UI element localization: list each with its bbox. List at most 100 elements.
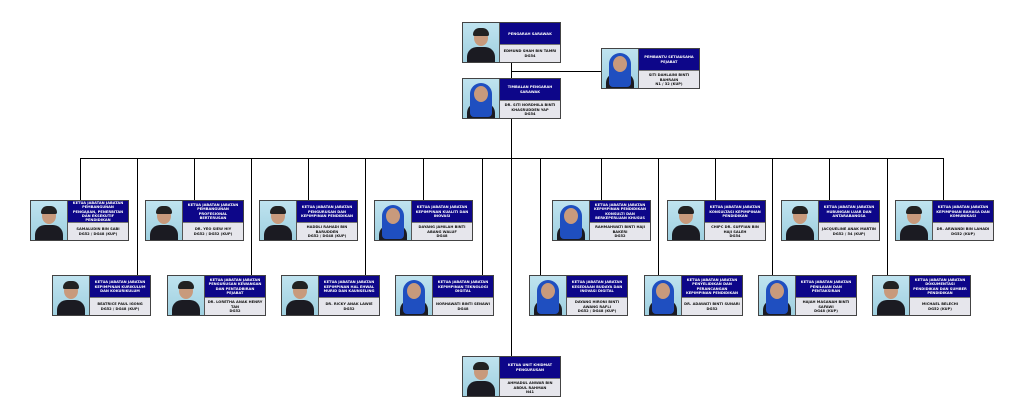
portrait-hair (473, 28, 489, 36)
card-role: Ketua Jabatan Jabatan Konsultasi Kepimpi… (705, 201, 765, 223)
card-name: Ahmadul Anwar bin Abdul Rahman (507, 381, 553, 390)
card-info: Pengarah SarawakEdmund Shah bin TamriDG5… (500, 23, 560, 62)
portrait-photo (463, 23, 500, 62)
portrait-photo (553, 201, 590, 240)
portrait-body (57, 300, 85, 315)
portrait-hair (270, 206, 286, 214)
card-person: Dr. Siti Nordhila binti Khasrudden YapDG… (500, 100, 560, 118)
portrait-photo (463, 357, 500, 396)
portrait-hair (906, 206, 922, 214)
card-grade: DG52 (343, 306, 355, 311)
card-grade: DG54 (729, 233, 741, 238)
card-info: Ketua Jabatan Jabatan Hubungan Luar dan … (819, 201, 879, 240)
card-person: Ahmadul Anwar bin Abdul RahmanN41 (500, 378, 560, 396)
portrait-hair (473, 362, 489, 370)
portrait-head (564, 208, 578, 224)
card-grade: DG52 (614, 233, 626, 238)
card-person: Haddli Rahadi bin BaruddenDG52 / DG48 (K… (297, 222, 357, 240)
portrait-head (474, 86, 488, 102)
card-info: Ketua Jabatan Jabatan Kepimpinan Bahasa … (933, 201, 993, 240)
portrait-photo (896, 201, 933, 240)
connector-line (887, 158, 888, 275)
card-grade: DG52 (KUP) (928, 306, 952, 311)
card-role: Ketua Jabatan Jabatan Kesediaan Budaya d… (567, 276, 627, 298)
card-role: Ketua Jabatan Jabatan Kepimpinan Bahasa … (933, 201, 993, 223)
card-role: Ketua Jabatan Jabatan Kepimpinan HAL Ehw… (319, 276, 379, 298)
org-card-pengarah[interactable]: Pengarah SarawakEdmund Shah bin TamriDG5… (462, 22, 561, 63)
card-grade: N1 / 32 (KUP) (655, 81, 683, 86)
org-card-r1-4[interactable]: Ketua Jabatan Jabatan Kepimpinan Kualiti… (374, 200, 473, 241)
org-card-r1-5[interactable]: Ketua Jabatan Jabatan Kepimpinan Pendidi… (552, 200, 651, 241)
portrait-photo (396, 276, 433, 315)
portrait-photo (168, 276, 205, 315)
card-info: Ketua Unit Khidmat PengurusanAhmadul Anw… (500, 357, 560, 396)
card-grade: N41 (525, 389, 534, 394)
portrait-photo (759, 276, 796, 315)
portrait-body (172, 300, 200, 315)
org-card-r2-4[interactable]: Ketua Jabatan Jabatan Kepimpinan Teknolo… (395, 275, 494, 316)
portrait-photo (375, 201, 412, 240)
card-info: Ketua Jabatan Jabatan Kepimpinan Kurikul… (90, 276, 150, 315)
org-card-r1-2[interactable]: Ketua Jabatan Jabatan Pembangunan Profes… (145, 200, 244, 241)
portrait-hair (63, 281, 79, 289)
portrait-hair (41, 206, 57, 214)
org-card-r2-8[interactable]: Ketua Jabatan Jabatan Dokumentasi Pendid… (872, 275, 971, 316)
card-person: Rahmahwati binti Haji BakeriDG52 (590, 222, 650, 240)
portrait-photo (53, 276, 90, 315)
card-person: Dayang Jamilah binti Abang WalufDG48 (412, 222, 472, 240)
org-card-r2-3[interactable]: Ketua Jabatan Jabatan Kepimpinan HAL Ehw… (281, 275, 380, 316)
portrait-body (900, 225, 928, 240)
org-card-r1-8[interactable]: Ketua Jabatan Jabatan Kepimpinan Bahasa … (895, 200, 994, 241)
portrait-photo (260, 201, 297, 240)
connector-line (511, 63, 512, 356)
card-info: Ketua Jabatan Jabatan Pengurusan Kewanga… (205, 276, 265, 315)
card-person: Edmund Shah bin TamriDG54 (500, 44, 560, 62)
portrait-body (286, 300, 314, 315)
org-card-r1-7[interactable]: Ketua Jabatan Jabatan Hubungan Luar dan … (781, 200, 880, 241)
card-info: Ketua Jabatan Jabatan Pembangunan Pengaj… (68, 201, 128, 240)
portrait-head (541, 283, 555, 299)
card-name: Dr. Loretha Anak Henry Tan (207, 300, 263, 309)
portrait-head (770, 283, 784, 299)
org-card-unit-khidmat[interactable]: Ketua Unit Khidmat PengurusanAhmadul Anw… (462, 356, 561, 397)
org-card-r1-6[interactable]: Ketua Jabatan Jabatan Konsultasi Kepimpi… (667, 200, 766, 241)
portrait-hair (883, 281, 899, 289)
org-card-r2-7[interactable]: Ketua Jabatan Jabatan Penilaian dan Pent… (758, 275, 857, 316)
card-info: Ketua Jabatan Jabatan Kepimpinan HAL Ehw… (319, 276, 379, 315)
card-name: Hajah Masanah binti Safawi (802, 300, 850, 309)
org-card-r2-5[interactable]: Ketua Jabatan Jabatan Kesediaan Budaya d… (529, 275, 628, 316)
card-grade: DG48 (457, 306, 469, 311)
card-name: Siti Dahlaini binti Bahrain (648, 73, 690, 82)
card-person: Dr. Ricky Anak LawieDG52 (319, 297, 379, 315)
card-name: Dr. Siti Nordhila binti Khasrudden Yap (504, 103, 556, 112)
org-card-r1-3[interactable]: Ketua Jabatan Jabatan Pengurusan dan Kep… (259, 200, 358, 241)
card-name: Beatrice Paul Igong (97, 302, 143, 307)
card-grade: DG48 (436, 233, 448, 238)
org-card-pembantu-setiausaha[interactable]: Pembantu Setiausaha PejabatSiti Dahlaini… (601, 48, 700, 89)
card-info: Ketua Jabatan Jabatan Kepimpinan Teknolo… (433, 276, 493, 315)
org-card-r2-1[interactable]: Ketua Jabatan Jabatan Kepimpinan Kurikul… (52, 275, 151, 316)
connector-line (137, 158, 138, 275)
card-info: Ketua Jabatan Jabatan Penyelidikan dan P… (682, 276, 742, 315)
card-role: Ketua Jabatan Jabatan Kepimpinan Pendidi… (590, 201, 650, 223)
connector-line (482, 158, 483, 275)
card-grade: DG52 (229, 308, 241, 313)
org-card-timbalan[interactable]: Timbalan Pengarah SarawakDr. Siti Nordhi… (462, 78, 561, 119)
org-card-r2-6[interactable]: Ketua Jabatan Jabatan Penyelidikan dan P… (644, 275, 743, 316)
card-grade: DG52 (706, 306, 718, 311)
card-person: Hajah Masanah binti SafawiDG48 (KUP) (796, 297, 856, 315)
connector-line (772, 158, 773, 275)
org-card-r2-2[interactable]: Ketua Jabatan Jabatan Pengurusan Kewanga… (167, 275, 266, 316)
connector-line (308, 158, 309, 200)
portrait-photo (645, 276, 682, 315)
card-grade: DG54 (524, 53, 536, 58)
card-name: Dr. Yeo Siew Hiy (194, 227, 232, 232)
card-grade: DG48 (KUP) (814, 308, 838, 313)
connector-line (601, 158, 602, 200)
card-name: ChiPC Dr. Suffian bin Haji Saleh (711, 225, 759, 234)
org-card-r1-1[interactable]: Ketua Jabatan Jabatan Pembangunan Pengaj… (30, 200, 129, 241)
card-info: Ketua Jabatan Jabatan Kesediaan Budaya d… (567, 276, 627, 315)
portrait-photo (668, 201, 705, 240)
connector-line (423, 158, 424, 200)
card-info: Pembantu Setiausaha PejabatSiti Dahlaini… (639, 49, 699, 88)
